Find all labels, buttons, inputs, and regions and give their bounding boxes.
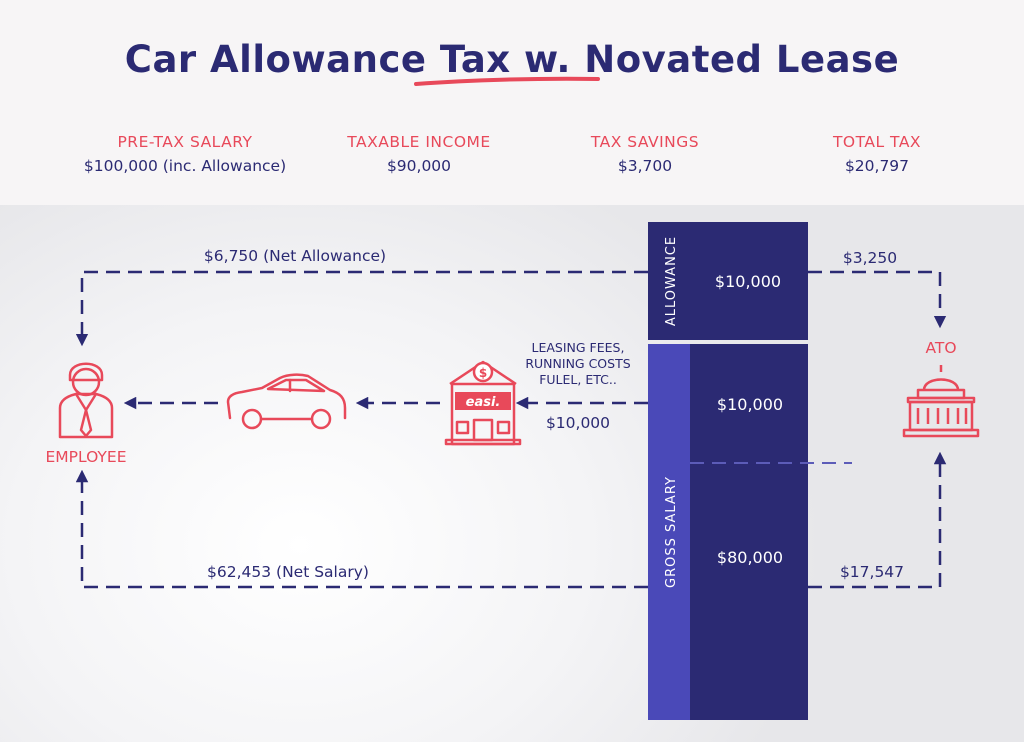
salary-tax-label: $17,547 <box>840 563 904 581</box>
leasing-costs-line-2: RUNNING COSTS <box>525 356 630 371</box>
employee-icon <box>58 362 114 439</box>
allowance-segment <box>690 222 808 340</box>
stat-pre-tax-salary: PRE-TAX SALARY $100,000 (inc. Allowance) <box>60 133 310 175</box>
stat-label: TAX SAVINGS <box>590 133 700 151</box>
stat-taxable-income: TAXABLE INCOME $90,000 <box>294 133 544 175</box>
allowance-tax-label: $3,250 <box>843 249 897 267</box>
allowance-tax-arrow <box>808 270 947 329</box>
allowance-side-panel <box>648 222 690 340</box>
ato-label: ATO <box>925 339 956 357</box>
stat-label: TAXABLE INCOME <box>347 133 491 151</box>
title-underline <box>414 76 600 86</box>
leasing-costs-line-1: LEASING FEES, <box>532 340 625 355</box>
dollar-coin-icon <box>472 361 494 383</box>
allowance-amount: $10,000 <box>715 272 781 291</box>
stat-value: $100,000 (inc. Allowance) <box>83 157 287 175</box>
stat-tax-savings: TAX SAVINGS $3,700 <box>520 133 770 175</box>
lessor-logo-text: easi. <box>466 395 501 410</box>
stat-value: $20,797 <box>844 157 910 175</box>
net-salary-arrow <box>75 469 648 589</box>
gross-salary-side-panel <box>648 344 690 720</box>
employee-label: EMPLOYEE <box>45 448 126 466</box>
ato-capitol-icon <box>902 365 980 438</box>
car-icon <box>226 373 347 430</box>
income-bar: ALLOWANCE GROSS SALARY $10,000 $10,000 $… <box>648 222 852 720</box>
stat-label: PRE-TAX SALARY <box>117 133 253 151</box>
net-allowance-arrow <box>75 270 648 347</box>
leasing-costs-line-3: FULEL, ETC.. <box>539 372 617 387</box>
sacrifice-amount: $10,000 <box>717 395 783 414</box>
net-salary-label: $62,453 (Net Salary) <box>207 563 369 581</box>
stat-value: $90,000 <box>386 157 452 175</box>
svg-text:$: $ <box>479 366 487 380</box>
net-allowance-label: $6,750 (Net Allowance) <box>204 247 386 265</box>
lease-payment-label: $10,000 <box>546 414 610 432</box>
allowance-bar-label: ALLOWANCE <box>664 236 679 326</box>
salary-amount: $80,000 <box>717 548 783 567</box>
salary-tax-arrow <box>808 451 947 589</box>
page-title: Car Allowance Tax w. Novated Lease <box>124 38 900 81</box>
gross-salary-bar-label: GROSS SALARY <box>664 476 679 588</box>
stat-total-tax: TOTAL TAX $20,797 <box>752 133 1002 175</box>
stat-label: TOTAL TAX <box>832 133 922 151</box>
lessor-building-icon: $ easi. <box>444 360 522 446</box>
stat-value: $3,700 <box>617 157 673 175</box>
header-panel <box>0 0 1024 205</box>
gross-salary-segment <box>690 344 808 720</box>
diagram-background <box>0 205 1024 742</box>
